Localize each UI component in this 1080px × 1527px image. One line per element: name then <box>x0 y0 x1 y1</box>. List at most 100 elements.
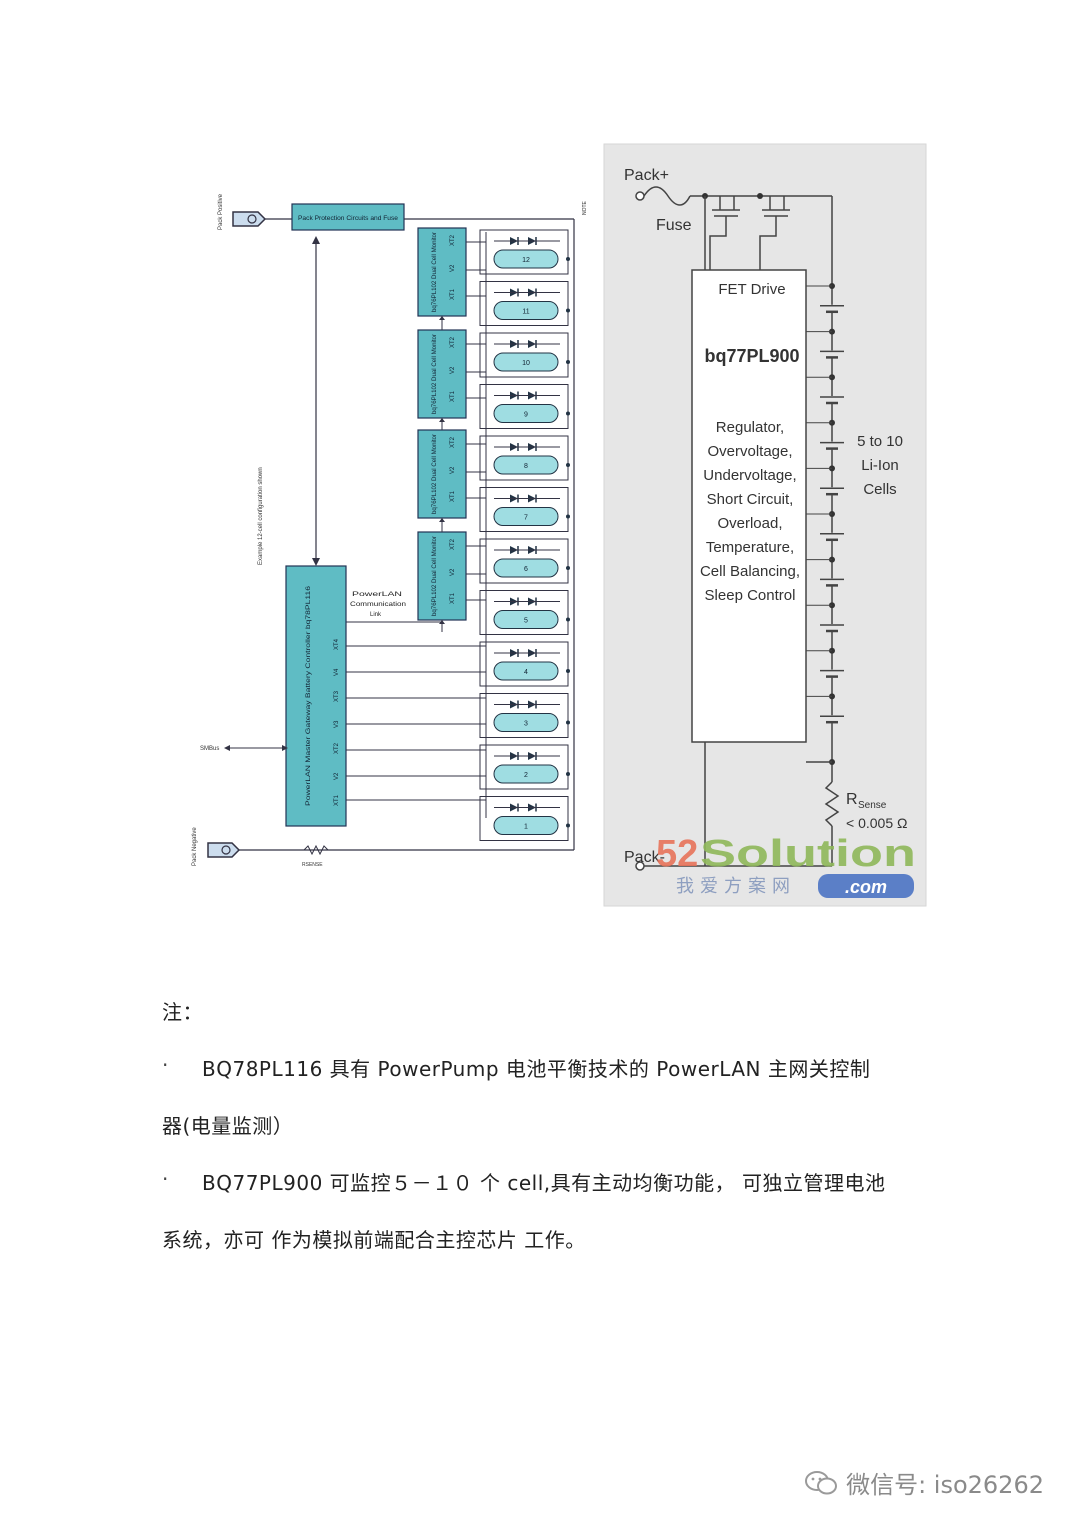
note-line-1: BQ78PL116 具有 PowerPump 电池平衡技术的 PowerLAN … <box>202 1057 871 1081</box>
svg-text:XT4: XT4 <box>334 638 340 650</box>
wechat-icon <box>805 1470 838 1494</box>
cell-number: 11 <box>522 309 529 316</box>
fet-switches <box>709 196 790 270</box>
rsense-sub: Sense <box>858 800 887 811</box>
cell-row: 6 <box>479 538 570 584</box>
fuse-label: Fuse <box>656 217 692 234</box>
cell-number: 2 <box>524 772 528 779</box>
battery-cell <box>493 558 559 578</box>
battery-cell <box>493 507 559 526</box>
cell-row: 4 <box>479 641 570 687</box>
svg-text:XT1: XT1 <box>450 490 456 502</box>
bullet-1: · <box>162 1053 169 1077</box>
right-block-diagram: Pack+ Fuse FET Drive bq77PL900 Regulator… <box>603 143 927 907</box>
battery-cell <box>493 301 559 320</box>
cell-number: 5 <box>524 618 528 625</box>
pack-plus-label: Pack+ <box>624 167 669 184</box>
svg-text:Overvoltage,: Overvoltage, <box>707 443 792 460</box>
svg-text:bq76PL102 Dual Cell Monitor: bq76PL102 Dual Cell Monitor <box>432 232 438 312</box>
cells-label: 5 to 10 Li-Ion Cells <box>857 433 903 498</box>
svg-text:XT2: XT2 <box>450 234 456 246</box>
svg-text:Undervoltage,: Undervoltage, <box>703 467 796 484</box>
svg-text:Communication: Communication <box>350 602 406 608</box>
pack-positive-label: Pack Positive <box>218 193 224 230</box>
svg-text:bq76PL102 Dual Cell Monitor: bq76PL102 Dual Cell Monitor <box>432 334 438 414</box>
cell-number: 4 <box>524 669 528 676</box>
pack-negative-label: Pack Negative <box>192 827 198 866</box>
rsense-value: < 0.005 Ω <box>846 815 907 831</box>
fet-drive-label: FET Drive <box>718 281 785 298</box>
cell-number: 6 <box>524 566 528 573</box>
svg-text:Cell Balancing,: Cell Balancing, <box>700 563 800 580</box>
comm-link-label: PowerLAN <box>352 592 402 598</box>
cell-row: 2 <box>479 744 570 790</box>
svg-text:XT2: XT2 <box>450 336 456 348</box>
cell-row: 11 <box>479 281 570 326</box>
cell-row: 3 <box>479 693 570 738</box>
battery-cell <box>493 404 559 423</box>
svg-text:Short Circuit,: Short Circuit, <box>707 491 794 508</box>
master-controller <box>285 565 347 827</box>
cell-number: 8 <box>524 463 528 470</box>
cell-row: 8 <box>479 435 570 481</box>
cell-row: 10 <box>479 332 570 378</box>
svg-text:Regulator,: Regulator, <box>716 419 784 436</box>
wechat-account: 微信号: iso26262 <box>846 1471 1044 1499</box>
svg-text:Solution: Solution <box>700 833 916 875</box>
svg-text:V2: V2 <box>450 466 456 474</box>
svg-text:Overload,: Overload, <box>717 515 782 532</box>
chip-functions: Regulator, Overvoltage, Undervoltage, Sh… <box>700 419 800 604</box>
svg-text:.com: .com <box>845 877 887 897</box>
svg-text:NOTE: NOTE <box>582 200 588 215</box>
svg-text:bq76PL102 Dual Cell Monitor: bq76PL102 Dual Cell Monitor <box>432 434 438 514</box>
svg-text:Li-Ion: Li-Ion <box>861 457 899 474</box>
pack-minus-label: Pack- <box>624 849 665 866</box>
svg-text:V2: V2 <box>450 264 456 272</box>
notes-heading: 注： <box>162 1000 203 1024</box>
note-line-3: BQ77PL900 可监控５－１０ 个 cell,具有主动均衡功能， 可独立管理… <box>202 1171 886 1195</box>
cell-number: 3 <box>524 721 528 728</box>
svg-text:XT2: XT2 <box>450 538 456 550</box>
cell-row: 1 <box>479 796 570 841</box>
rsense-r: R <box>846 791 858 808</box>
cell-row: 12 <box>479 229 570 275</box>
svg-text:XT1: XT1 <box>334 794 340 806</box>
cell-number: 7 <box>524 515 528 522</box>
left-block-diagram: Pack Positive Pack Protection Circuits a… <box>192 193 588 868</box>
svg-text:52: 52 <box>656 833 698 875</box>
cell-row: 7 <box>479 487 570 532</box>
svg-text:XT1: XT1 <box>450 592 456 604</box>
wechat-footer: 微信号: iso26262 <box>804 1465 1044 1500</box>
note-line-2: 器(电量监测） <box>162 1114 294 1138</box>
svg-text:bq76PL102 Dual Cell Monitor: bq76PL102 Dual Cell Monitor <box>432 536 438 616</box>
bullet-2: · <box>162 1167 169 1191</box>
svg-text:Sleep Control: Sleep Control <box>705 587 796 604</box>
svg-text:XT1: XT1 <box>450 390 456 402</box>
svg-text:V3: V3 <box>334 720 340 728</box>
battery-cell <box>493 764 559 784</box>
svg-text:我爱方案网: 我爱方案网 <box>676 876 796 896</box>
pack-positive-terminal: Pack Positive <box>218 193 267 230</box>
svg-text:XT2: XT2 <box>450 436 456 448</box>
cell-number: 12 <box>522 257 530 264</box>
circuit-figure: Pack Positive Pack Protection Circuits a… <box>192 143 927 907</box>
battery-cell <box>493 455 559 475</box>
cell-monitor-chip <box>417 329 467 419</box>
cell-stack <box>806 283 846 742</box>
svg-text:Temperature,: Temperature, <box>706 539 794 556</box>
pack-negative-terminal: Pack Negative <box>192 827 241 866</box>
cell-monitor-chip <box>417 227 467 317</box>
protection-box-label: Pack Protection Circuits and Fuse <box>298 216 399 222</box>
svg-text:V2: V2 <box>450 568 456 576</box>
cell-monitor-chip <box>417 429 467 519</box>
master-controller-label: PowerLAN Master Gateway Battery Controll… <box>306 585 312 806</box>
svg-text:V2: V2 <box>450 366 456 374</box>
cell-monitors: bq76PL102 Dual Cell Monitor bq76PL102 Du… <box>346 227 467 632</box>
smbus-label: SMBus <box>200 746 219 752</box>
svg-text:XT1: XT1 <box>450 288 456 300</box>
rsense-label: RSENSE <box>302 862 323 868</box>
chip-name: bq77PL900 <box>704 346 799 366</box>
cell-number: 1 <box>524 824 528 831</box>
note-line-4: 系统，亦可 作为模拟前端配合主控芯片 工作。 <box>162 1228 586 1252</box>
